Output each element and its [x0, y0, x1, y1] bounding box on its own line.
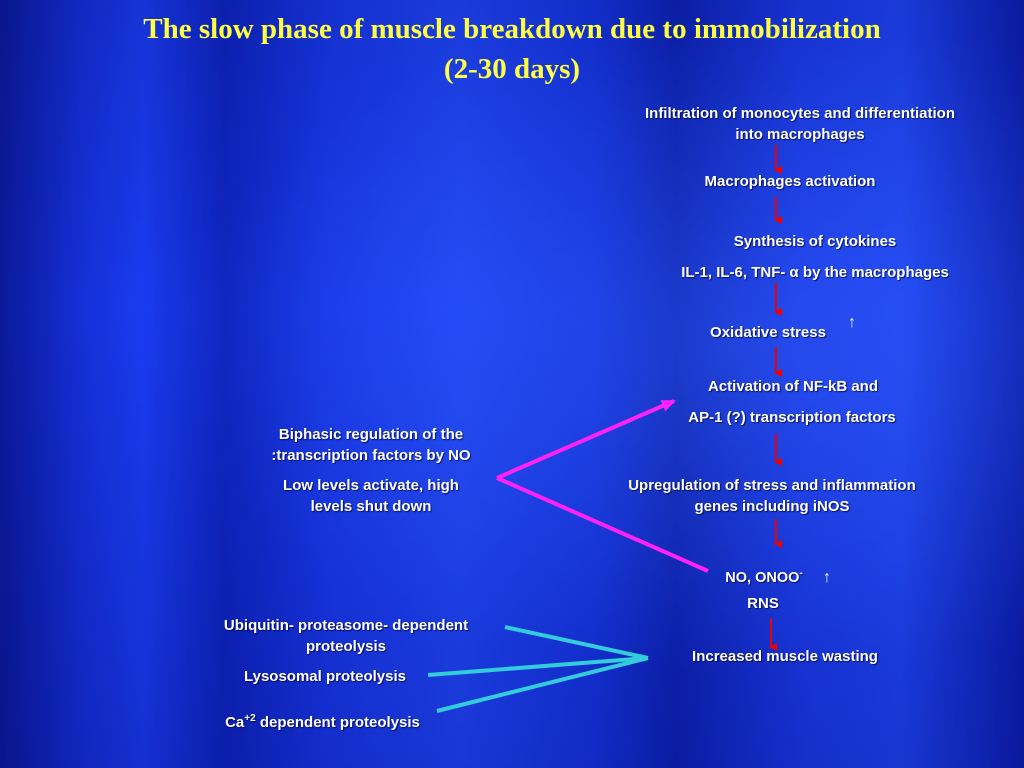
calcium-line — [436, 656, 649, 713]
step-monocyte-infiltration: Infiltration of monocytes and differenti… — [644, 105, 955, 143]
increase-arrow-icon: ↑ — [848, 314, 856, 331]
step-rns: RNS — [747, 595, 779, 612]
step-macrophage-activation: Macrophages activation — [704, 173, 876, 190]
calcium-proteolysis-label: Ca+2 dependent proteolysis — [225, 713, 420, 732]
step-muscle-wasting: Increased muscle wasting — [692, 648, 878, 665]
ubiquitin-proteolysis-label: Ubiquitin- proteasome- dependent proteol… — [223, 617, 469, 655]
step-ap1-factors: AP-1 (?) transcription factors — [688, 409, 896, 426]
step-cytokine-list: IL-1, IL-6, TNF- α by the macrophages — [681, 264, 949, 281]
step-nfkb-activation: Activation of NF-kB and — [707, 378, 878, 395]
slide-title-line2: (2-30 days) — [443, 53, 581, 85]
lysosomal-proteolysis-label: Lysosomal proteolysis — [244, 668, 406, 685]
no-source-line — [496, 476, 709, 573]
step-no-onoo: NO, ONOO- — [725, 568, 803, 587]
no-feedback-arrow — [496, 399, 676, 480]
step-gene-upregulation: Upregulation of stress and inflammation … — [628, 477, 916, 515]
levels-note: Low levels activate, high levels shut do… — [283, 477, 459, 515]
ubiquitin-line — [504, 625, 649, 660]
lysosomal-line — [427, 656, 649, 677]
increase-arrow-icon: ↑ — [823, 569, 831, 586]
step-oxidative-stress: Oxidative stress — [710, 324, 826, 341]
biphasic-regulation-note: Biphasic regulation of the :transcriptio… — [271, 426, 471, 464]
step-cytokine-synthesis: Synthesis of cytokines — [733, 233, 897, 250]
slide-title-line1: The slow phase of muscle breakdown due t… — [143, 13, 881, 45]
